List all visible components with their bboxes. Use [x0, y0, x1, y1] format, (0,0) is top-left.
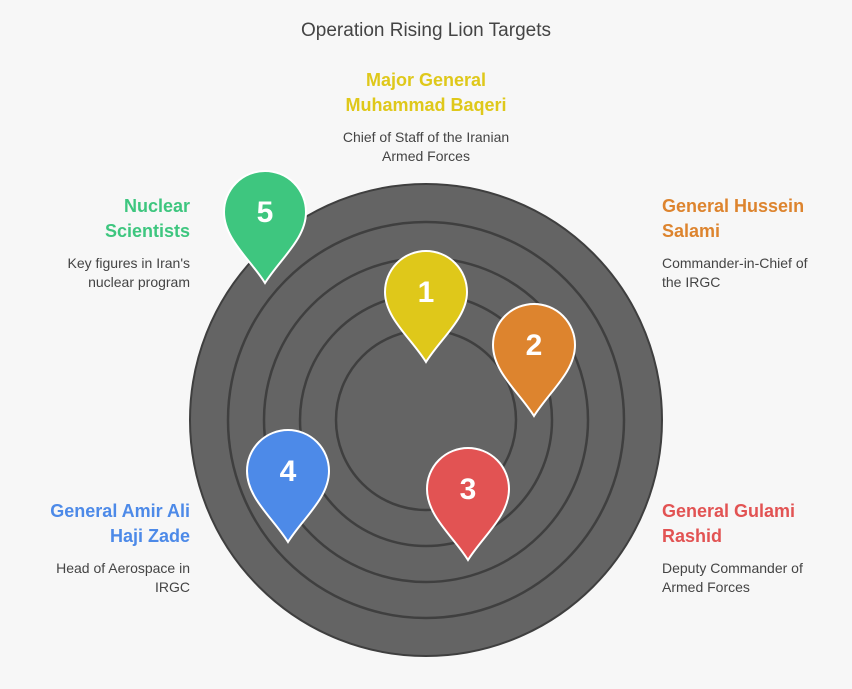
pin-3-number: 3: [460, 473, 477, 506]
pin-2: 2: [491, 303, 577, 418]
target-1-description: Chief of Staff of the Iranian Armed Forc…: [342, 129, 510, 164]
target-2-description: Commander-in-Chief of the IRGC: [662, 255, 808, 290]
pin-3: 3: [425, 447, 511, 562]
pin-4-number: 4: [280, 455, 297, 488]
pin-5: 5: [222, 170, 308, 285]
diagram-title: Operation Rising Lion Targets: [301, 20, 551, 41]
pin-1-number: 1: [418, 276, 435, 309]
label-target-2: General Hussein Salami Commander-in-Chie…: [662, 194, 832, 292]
pin-4: 4: [245, 429, 331, 544]
target-1-name: Major General Muhammad Baqeri: [345, 70, 507, 115]
label-target-1: Major General Muhammad Baqeri Chief of S…: [316, 68, 536, 166]
target-5-description: Key figures in Iran's nuclear program: [67, 255, 190, 290]
label-target-4: General Amir Ali Haji Zade Head of Aeros…: [20, 499, 190, 597]
target-outer-ring: [189, 183, 663, 657]
target-3-name: General Gulami Rashid: [662, 501, 796, 546]
target-2-name: General Hussein Salami: [662, 196, 805, 241]
pin-2-number: 2: [526, 329, 543, 362]
label-target-5: Nuclear Scientists Key figures in Iran's…: [20, 194, 190, 292]
pin-5-number: 5: [257, 196, 274, 229]
target-5-name: Nuclear Scientists: [104, 196, 190, 241]
target-ring-2: [226, 220, 626, 620]
target-3-description: Deputy Commander of Armed Forces: [662, 560, 803, 595]
pin-1: 1: [383, 250, 469, 364]
label-target-3: General Gulami Rashid Deputy Commander o…: [662, 499, 832, 597]
target-4-description: Head of Aerospace in IRGC: [56, 560, 190, 595]
target-4-name: General Amir Ali Haji Zade: [50, 501, 190, 546]
